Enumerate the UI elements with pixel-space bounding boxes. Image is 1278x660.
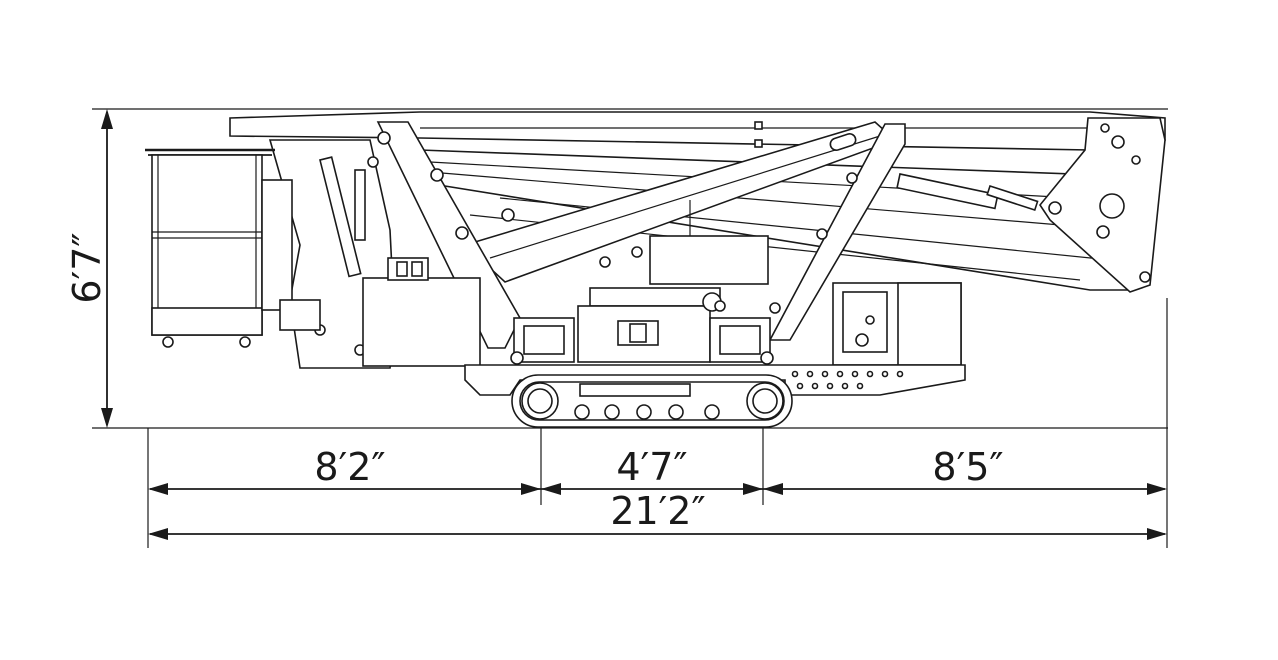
work-platform-basket: [145, 148, 321, 348]
central-turret: [577, 200, 769, 363]
height-label: 6′7″: [65, 232, 109, 303]
arrow-track-left: [541, 483, 561, 495]
dimension-lines: [92, 108, 1168, 548]
rear-engine-cover: [362, 257, 481, 367]
jib-cylinder: [896, 173, 1039, 212]
rear-linkage-arm: [376, 121, 521, 349]
spider-lift-machine: [145, 111, 1166, 428]
height-arrow-bottom: [101, 408, 113, 428]
arrow-track-right: [743, 483, 763, 495]
track-length-label: 4′7″: [616, 445, 687, 489]
outrigger-boxes: [510, 317, 774, 365]
front-power-pack: [832, 282, 962, 366]
rear-overhang-label: 8′2″: [314, 445, 385, 489]
chassis-holes: [791, 370, 904, 390]
total-length-label: 21′2″: [610, 489, 705, 533]
height-arrow-top: [101, 109, 113, 129]
track-rollers: [574, 404, 720, 420]
arrow-total-right: [1147, 528, 1167, 540]
front-overhang-label: 8′5″: [932, 445, 1003, 489]
upper-boom: [229, 111, 1166, 151]
front-linkage-arm: [768, 123, 906, 341]
arrow-total-left: [148, 528, 168, 540]
arrow-rear-right: [521, 483, 541, 495]
boom-head-plate: [1039, 117, 1166, 293]
arrow-front-right: [1147, 483, 1167, 495]
crawler-track: [511, 374, 793, 428]
arrow-rear-left: [148, 483, 168, 495]
arrow-front-left: [763, 483, 783, 495]
